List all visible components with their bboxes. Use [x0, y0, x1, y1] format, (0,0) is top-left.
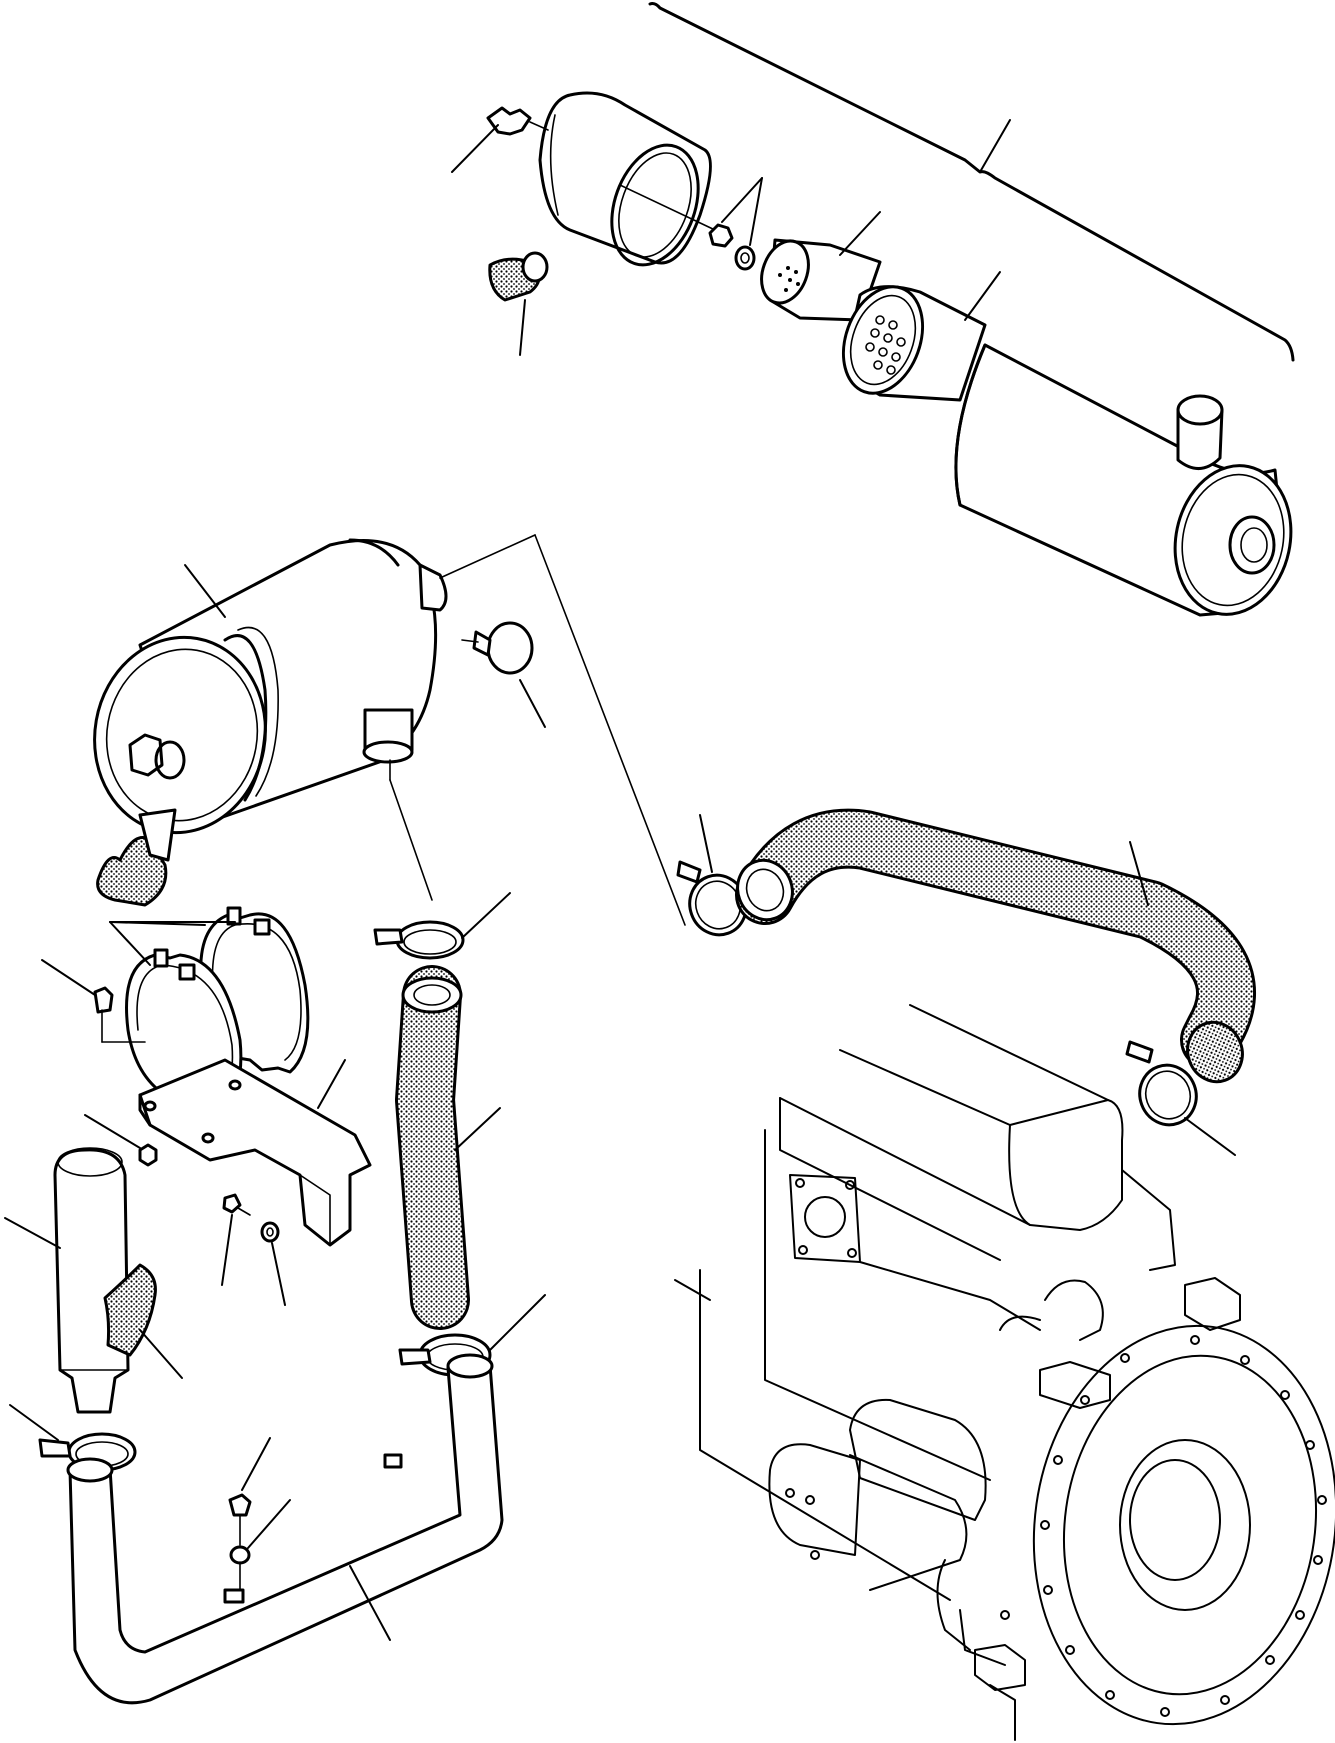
mounting-bracket [41, 906, 372, 1306]
air-cleaner-body [93, 538, 448, 907]
inlet-screen-icon [103, 1263, 183, 1379]
nut-washer-icon [708, 177, 763, 271]
precleaner-cup [538, 91, 716, 267]
inlet-tube [4, 1147, 130, 1414]
wing-nut-icon [451, 106, 549, 173]
hose-vertical [395, 965, 501, 1330]
pipe-bolt-icon [228, 1437, 291, 1591]
bolt-icon [41, 959, 146, 1043]
pipe-lower [66, 1353, 504, 1705]
nut-icon [84, 1114, 158, 1167]
outer-filter-element [841, 271, 1001, 402]
hose-upper-right [735, 808, 1256, 1084]
intake-hoses [66, 808, 1256, 1705]
clamp-bottom-left [9, 1404, 137, 1472]
precleaner-housing [954, 343, 1293, 617]
restriction-indicator-icon [461, 621, 546, 728]
clamp-top-left [373, 892, 511, 960]
precleaner-assembly [451, 91, 1293, 617]
air-cleaner-assembly [93, 534, 686, 926]
bolt-washer-icon [221, 1193, 286, 1306]
group-bracket-top [648, 2, 1295, 362]
clamp-lower-right [1125, 1040, 1236, 1156]
inlet-tube-assembly [4, 1147, 183, 1414]
engine-block [674, 1004, 1335, 1741]
dust-valve-icon [488, 251, 549, 356]
bracket-plate [138, 1058, 372, 1247]
